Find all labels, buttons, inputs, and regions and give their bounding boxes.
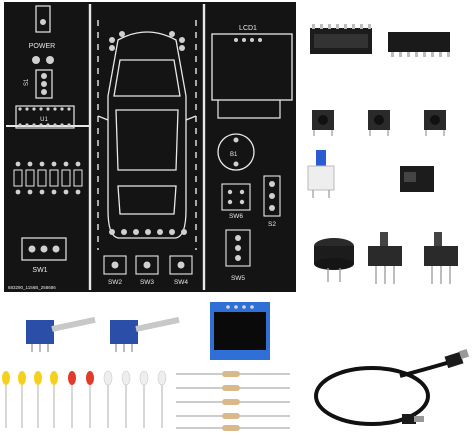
sw3-label: SW3 bbox=[140, 279, 154, 286]
b1-label: B1 bbox=[230, 152, 238, 158]
sw4-footprint: SW4 bbox=[169, 255, 193, 286]
u1-label: U1 bbox=[40, 117, 48, 123]
s1-label: S1 bbox=[24, 78, 30, 86]
lcd1-label: LCD1 bbox=[239, 25, 257, 32]
usb-cable bbox=[314, 348, 470, 426]
led-footprints bbox=[13, 169, 83, 187]
sw4-label: SW4 bbox=[174, 279, 188, 286]
car-led-pads bbox=[109, 31, 187, 235]
tactile-buttons bbox=[312, 110, 446, 136]
leds bbox=[2, 370, 167, 428]
board-id: 683290_1156B_258686 bbox=[8, 285, 56, 290]
sw1-footprint: SW1 bbox=[21, 237, 67, 274]
sw2-label: SW2 bbox=[108, 279, 122, 286]
toggle-switches bbox=[26, 316, 180, 352]
s2-label: S2 bbox=[268, 221, 276, 228]
sw3-footprint: SW3 bbox=[135, 255, 159, 286]
s2-footprint: S2 bbox=[263, 175, 281, 228]
sw2-footprint: SW2 bbox=[103, 255, 127, 286]
sw6-label: SW6 bbox=[229, 213, 243, 220]
power-section: POWER S1 bbox=[24, 5, 55, 99]
lcd1-footprint: LCD1 bbox=[211, 25, 293, 119]
power-label: POWER bbox=[29, 43, 55, 50]
sw6-footprint: SW6 bbox=[221, 183, 251, 220]
dip-socket bbox=[310, 24, 372, 54]
buzzer bbox=[314, 238, 354, 282]
ic-chip bbox=[388, 32, 450, 57]
slide-switches bbox=[368, 232, 458, 284]
sw5-label: SW5 bbox=[231, 275, 245, 282]
self-lock-switch bbox=[307, 150, 335, 198]
b1-footprint: B1 bbox=[217, 133, 255, 171]
u1-footprint: U1 bbox=[15, 105, 75, 129]
resistors bbox=[176, 371, 290, 431]
pcb-board: POWER S1 U1 bbox=[4, 2, 296, 292]
oled-display bbox=[210, 302, 270, 360]
sw1-label: SW1 bbox=[32, 267, 47, 274]
sw5-footprint: SW5 bbox=[225, 229, 251, 282]
dc-jack bbox=[400, 166, 434, 192]
